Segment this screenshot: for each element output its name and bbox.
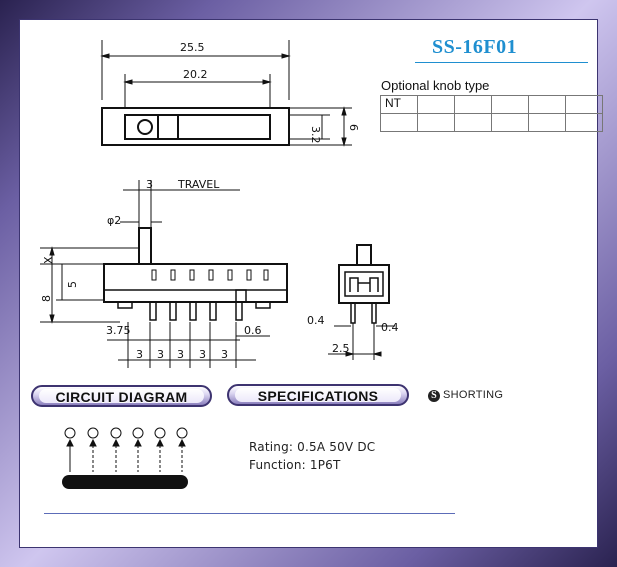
dim-side-height: 8: [40, 295, 53, 302]
knob-cell: [454, 95, 492, 114]
knob-cell: [491, 113, 529, 132]
dim-lever-height: X: [42, 256, 55, 264]
circuit-common-bar: [62, 475, 188, 489]
spec-rating: Rating: 0.5A 50V DC: [249, 440, 376, 454]
dim-end-pin-pitch: 2.5: [332, 342, 350, 355]
specifications-heading-text: SPECIFICATIONS: [257, 388, 379, 404]
dim-body-length: 20.2: [183, 68, 208, 81]
knob-cell: [417, 95, 455, 114]
dim-body-width: 6: [347, 124, 360, 131]
dim-pitch-2: 3: [157, 348, 164, 361]
knob-cell: [565, 113, 603, 132]
dim-travel-label: TRAVEL: [177, 178, 220, 191]
knob-cell: [528, 95, 566, 114]
front-view: [40, 180, 288, 368]
knob-cell: NT: [380, 95, 418, 114]
dim-overall-length: 25.5: [180, 41, 205, 54]
dim-end-pin-left: 0.4: [307, 314, 325, 327]
dim-pitch-4: 3: [199, 348, 206, 361]
spec-function: Function: 1P6T: [249, 458, 341, 472]
dim-pitch-5: 3: [221, 348, 228, 361]
knob-cell: [528, 113, 566, 132]
knob-cell: [417, 113, 455, 132]
circuit-diagram-heading: CIRCUIT DIAGRAM: [31, 385, 212, 407]
knob-cell: [565, 95, 603, 114]
dim-first-pin-offset: 3.75: [106, 324, 131, 337]
bottom-divider: [44, 513, 455, 514]
knob-type-label: Optional knob type: [381, 78, 490, 93]
dim-body-height: 3.2: [309, 126, 322, 144]
shorting-icon: S: [428, 390, 440, 402]
dim-lever-diameter: φ2: [107, 214, 121, 227]
part-number-title: SS-16F01: [432, 36, 518, 58]
circuit-diagram-heading-text: CIRCUIT DIAGRAM: [55, 389, 188, 405]
top-view: [100, 40, 352, 147]
dim-travel-value: 3: [146, 178, 153, 191]
knob-cell: [380, 113, 418, 132]
dim-pitch-3: 3: [177, 348, 184, 361]
dim-pitch-1: 3: [136, 348, 143, 361]
shorting-text: SHORTING: [443, 389, 504, 401]
knob-type-table: NT: [380, 95, 603, 132]
dim-pin-height: 5: [66, 281, 79, 288]
title-underline: [415, 62, 588, 63]
dim-pin-thickness: 0.6: [244, 324, 262, 337]
side-view: [328, 244, 395, 360]
knob-cell: [491, 95, 529, 114]
dim-end-pin-right: 0.4: [381, 321, 399, 334]
specifications-heading: SPECIFICATIONS: [227, 384, 409, 406]
knob-cell: [454, 113, 492, 132]
circuit-diagram: [64, 427, 188, 472]
